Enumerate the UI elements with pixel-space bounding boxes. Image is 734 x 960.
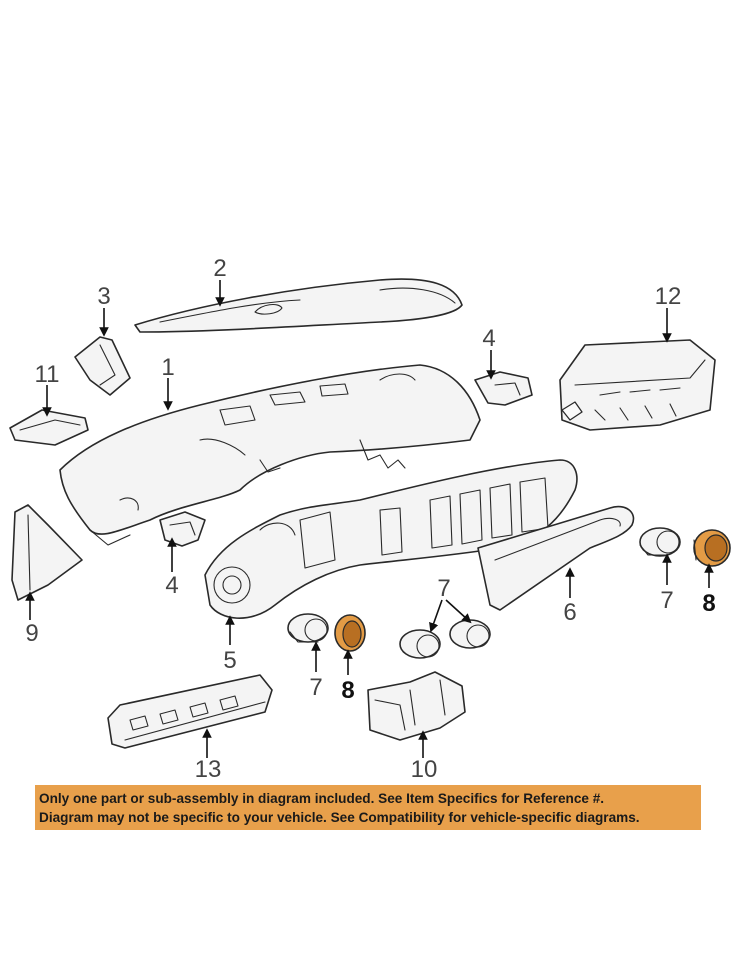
callout-9: 9 [25, 620, 38, 647]
leader-7c-right [445, 599, 472, 624]
callout-7-center: 7 [437, 575, 450, 602]
part-3-bracket [74, 336, 131, 396]
callout-8-left: 8 [341, 677, 354, 704]
callout-8-right: 8 [702, 590, 715, 617]
callout-12: 12 [655, 283, 682, 310]
part-2-upper-trim-panel [134, 278, 463, 333]
part-5-lower-trim-panel [204, 459, 578, 619]
leader-7c-left [429, 599, 443, 633]
part-11-trim-cover [9, 409, 89, 446]
callout-1: 1 [161, 354, 174, 381]
part-8-vent-bezel-right [693, 529, 731, 567]
callout-6: 6 [563, 599, 576, 626]
callout-13: 13 [195, 756, 222, 783]
part-4-upper-bracket [474, 371, 533, 406]
leader-lines [25, 280, 714, 758]
part-4-lower-bracket [159, 511, 206, 547]
callout-10: 10 [411, 756, 438, 783]
callout-7-right: 7 [660, 587, 673, 614]
callout-2: 2 [213, 255, 226, 282]
part-6-trim-strip [477, 505, 635, 611]
callout-7-left: 7 [309, 674, 322, 701]
part-7-air-vent-right [639, 527, 681, 557]
part-1-instrument-panel [59, 364, 481, 546]
disclaimer-line-2: Diagram may not be specific to your vehi… [39, 810, 640, 825]
part-7-air-vent-center-left [287, 613, 329, 643]
callout-labels: 2 3 1 4 11 12 4 9 5 6 7 8 7 8 7 10 13 [25, 255, 715, 783]
part-8-vent-bezel-left [334, 614, 366, 652]
callout-3: 3 [97, 283, 110, 310]
callout-4-upper: 4 [482, 325, 495, 352]
part-13-switch-panel [107, 674, 273, 749]
disclaimer-line-1: Only one part or sub-assembly in diagram… [39, 791, 605, 806]
callout-4-lower: 4 [165, 572, 178, 599]
part-7-air-vent-pair [399, 619, 491, 659]
callout-11: 11 [35, 361, 60, 388]
disclaimer-banner: Only one part or sub-assembly in diagram… [35, 785, 701, 830]
part-9-end-cap [11, 504, 83, 601]
callout-5: 5 [223, 647, 236, 674]
part-10-bracket [367, 671, 466, 741]
part-12-air-bag-module [559, 339, 716, 431]
